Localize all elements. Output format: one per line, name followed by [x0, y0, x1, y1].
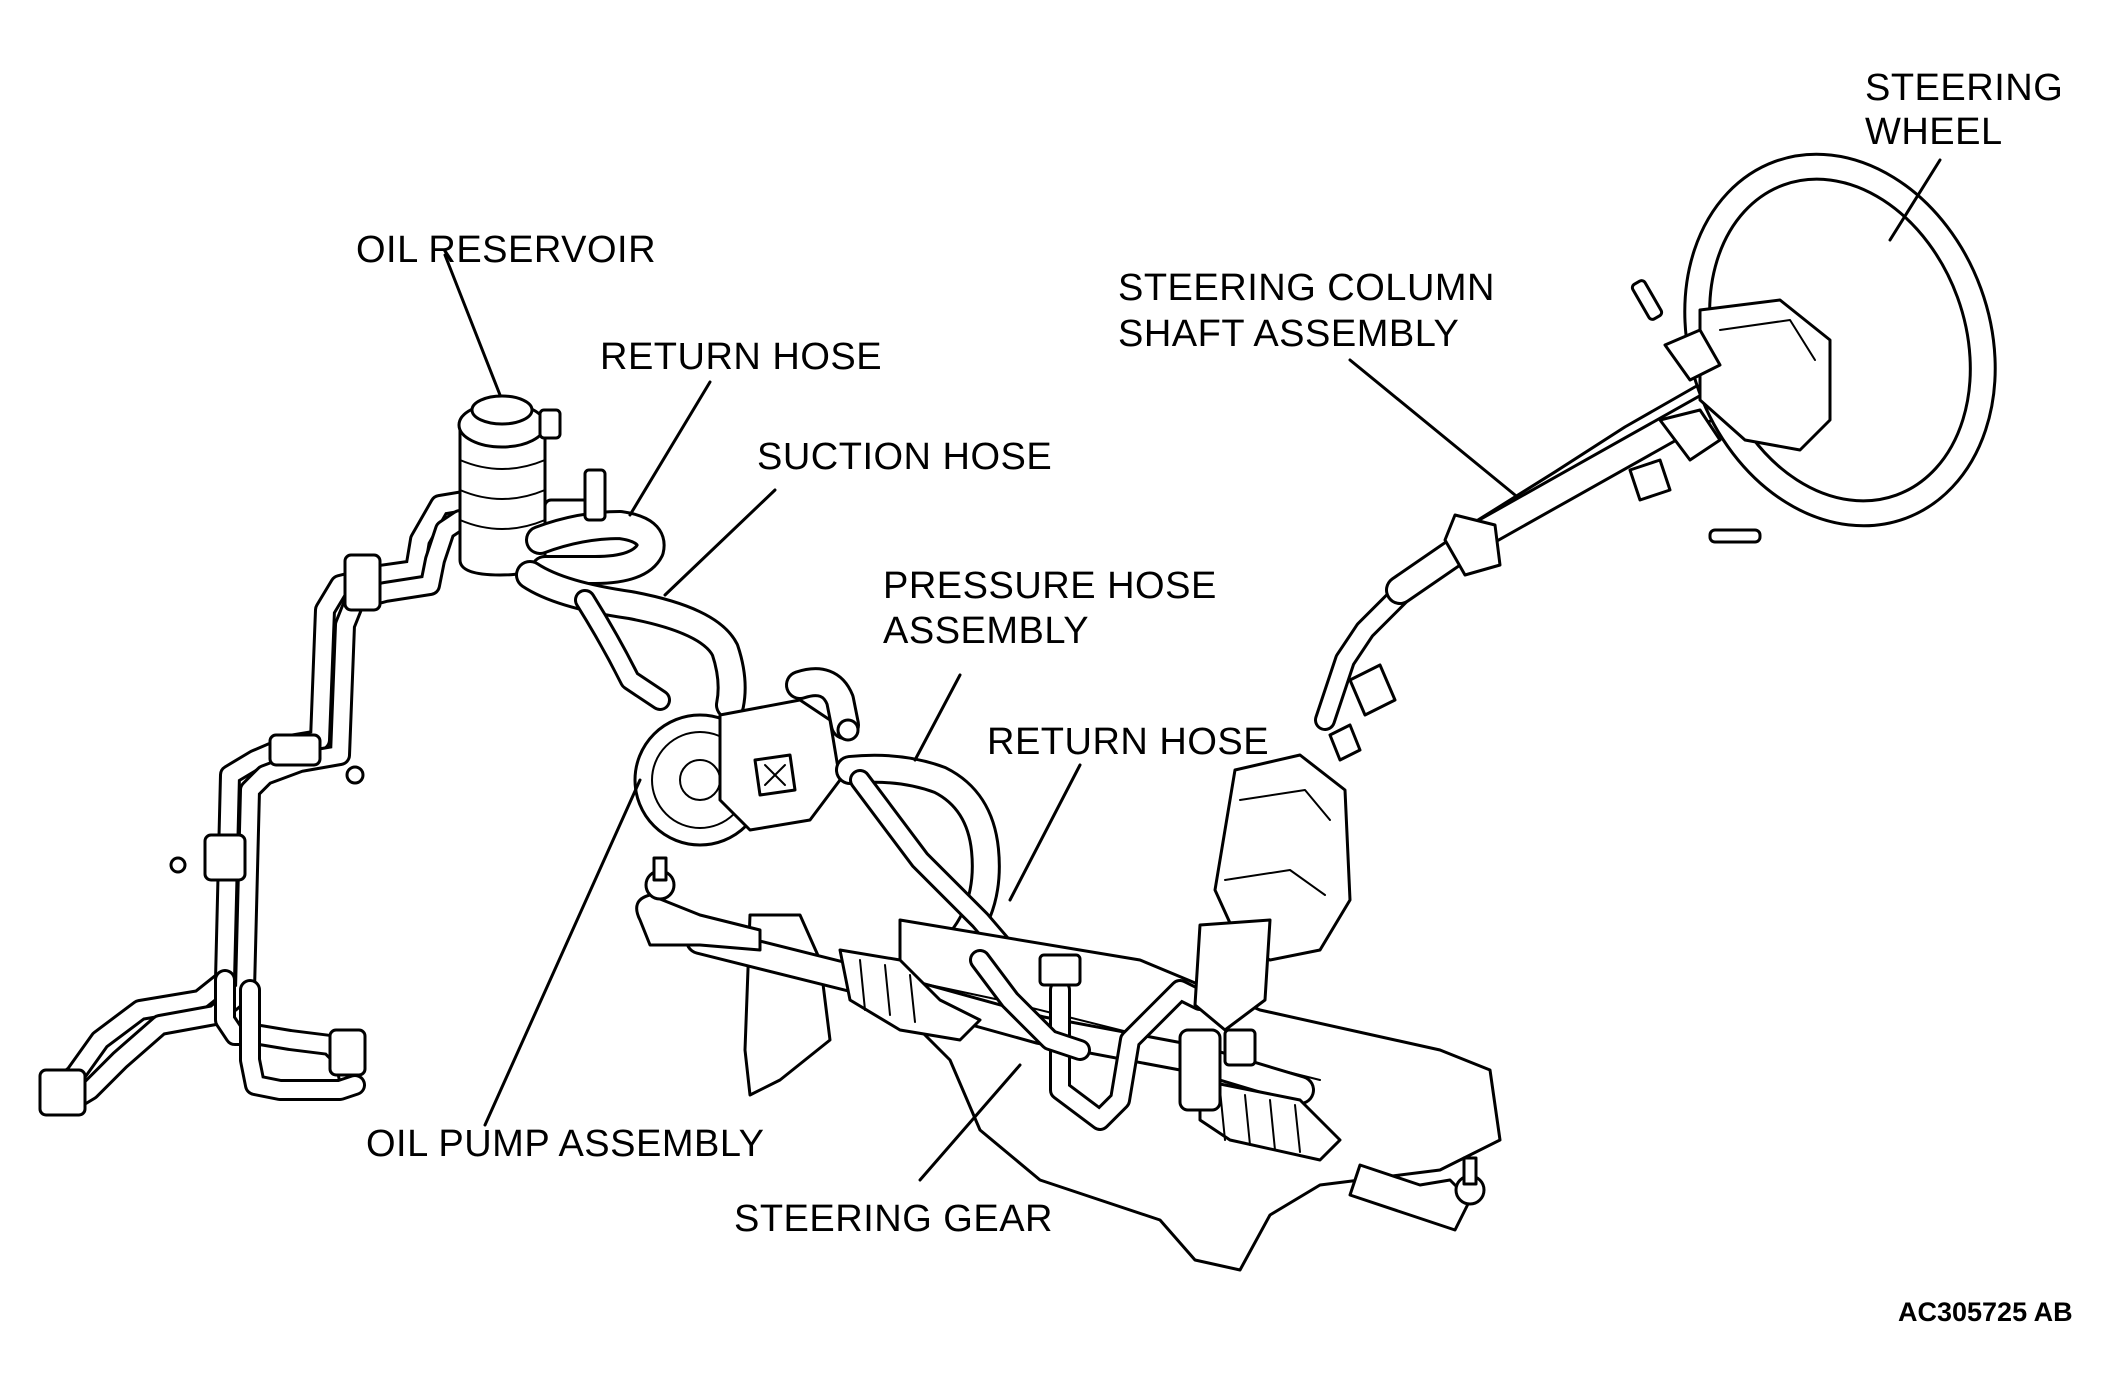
label-pressure-hose-line1: PRESSURE HOSE — [883, 565, 1217, 607]
label-steering-column-line1: STEERING COLUMN — [1118, 267, 1495, 309]
label-pressure-hose-line2: ASSEMBLY — [883, 610, 1090, 652]
return-hose-top-part — [525, 468, 666, 585]
oil-reservoir-part — [457, 394, 602, 577]
label-steering-wheel-line2: WHEEL — [1865, 111, 2003, 153]
oil-pump-part — [633, 667, 860, 847]
label-return-hose-top: RETURN HOSE — [600, 336, 883, 378]
label-steering-wheel-line1: STEERING — [1865, 67, 2064, 109]
steering-gear-part — [685, 913, 1502, 1272]
figure-code: AC305725 AB — [1898, 1297, 2073, 1327]
cooler-pipe-assembly — [38, 489, 481, 1117]
leader-lines — [443, 158, 1942, 1182]
steering-wheel-part — [1628, 152, 1997, 544]
tie-rod-ends — [635, 856, 1486, 1232]
suction-hose-part — [515, 560, 747, 720]
label-return-hose-mid: RETURN HOSE — [987, 721, 1270, 763]
label-steering-gear: STEERING GEAR — [734, 1198, 1053, 1240]
label-oil-pump: OIL PUMP ASSEMBLY — [366, 1123, 765, 1165]
label-suction-hose: SUCTION HOSE — [757, 436, 1053, 478]
label-oil-reservoir: OIL RESERVOIR — [356, 229, 657, 271]
label-steering-column-line2: SHAFT ASSEMBLY — [1118, 313, 1460, 355]
